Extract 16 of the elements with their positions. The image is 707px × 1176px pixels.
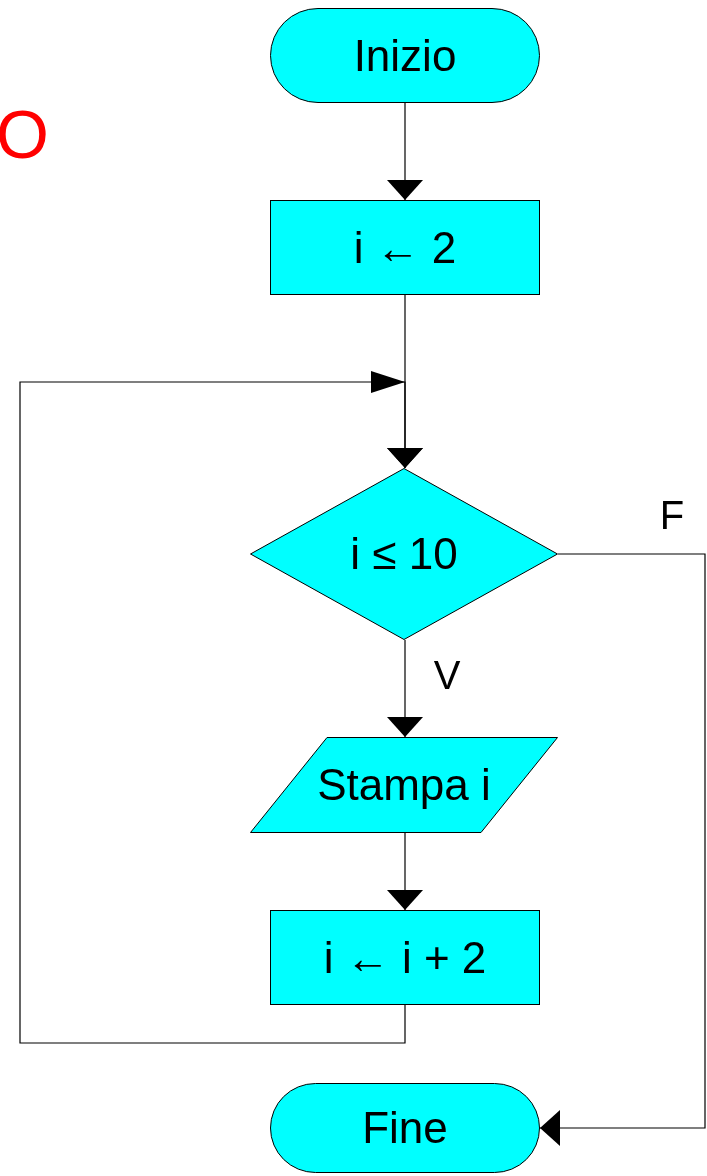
node-label: Inizio xyxy=(353,30,457,81)
node-label: i ← 2 xyxy=(353,222,457,273)
node-label: i ≤ 10 xyxy=(350,529,458,579)
io-parallelogram xyxy=(250,737,558,833)
arrow xyxy=(387,639,423,738)
decision-diamond xyxy=(250,468,558,640)
heading-fragment: O xyxy=(0,100,49,168)
node-label: Fine xyxy=(362,1103,448,1153)
node-label: Stampa i xyxy=(317,760,491,810)
process-box xyxy=(270,910,540,1005)
process-box xyxy=(270,200,540,295)
node-label: i ← i + 2 xyxy=(323,932,487,983)
arrow xyxy=(387,832,423,911)
arrow xyxy=(539,553,706,1146)
arrow xyxy=(19,371,423,1044)
arrow xyxy=(387,102,423,201)
